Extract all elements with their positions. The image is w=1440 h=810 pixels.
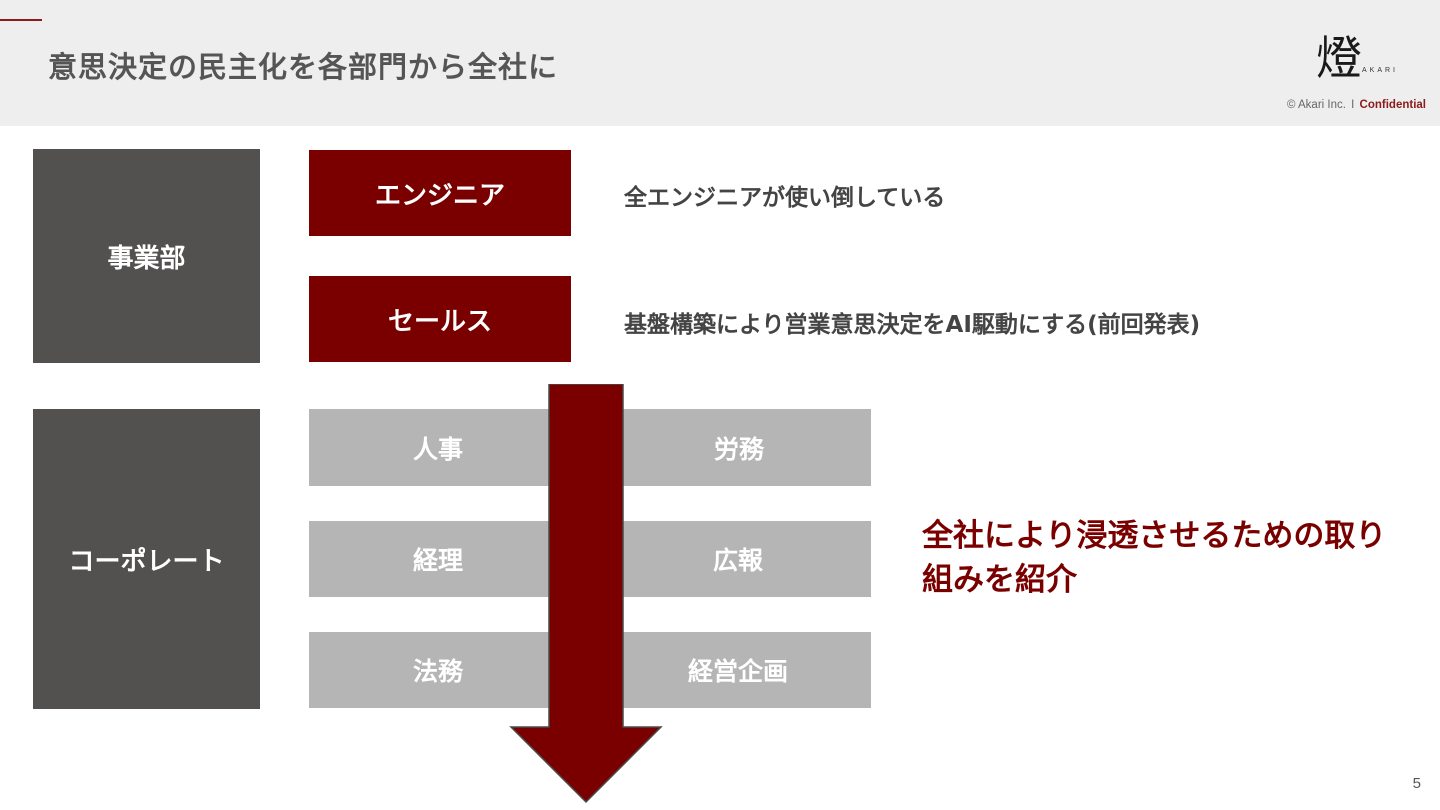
copyright-company: © Akari Inc. xyxy=(1286,99,1346,111)
corporate-team-hr: 人事 xyxy=(309,409,567,486)
pr-label: 広報 xyxy=(712,546,763,575)
corporate-team-legal: 法務 xyxy=(309,632,567,708)
company-logo: 燈 AKARI xyxy=(1312,31,1404,90)
callout-text: 全社により浸透させるための取り組みを紹介 xyxy=(922,518,1387,598)
business-division-box: 事業部 xyxy=(33,149,260,363)
corporate-division-box: コーポレート xyxy=(33,409,260,709)
engineer-team-box: エンジニア xyxy=(309,150,571,236)
copyright-notice: © Akari Inc. I Confidential xyxy=(1287,99,1426,111)
labor-label: 労務 xyxy=(713,434,764,464)
page-number: 5 xyxy=(1412,775,1421,792)
corporate-team-pr: 広報 xyxy=(605,521,871,597)
header-accent-line xyxy=(0,19,42,21)
header-bar: 意思決定の民主化を各部門から全社に 燈 AKARI © Akari Inc. I… xyxy=(0,0,1440,126)
corporate-team-accounting: 経理 xyxy=(309,521,567,597)
confidential-label: Confidential xyxy=(1359,99,1426,111)
copyright-separator: I xyxy=(1351,99,1355,111)
logo-wordmark: AKARI xyxy=(1362,67,1399,74)
management-planning-label: 経営企画 xyxy=(687,657,788,686)
sales-description: 基盤構築により営業意思決定をAI駆動にする(前回発表) xyxy=(624,312,1201,338)
corporate-team-labor: 労務 xyxy=(605,409,871,486)
sales-team-box: セールス xyxy=(309,276,571,362)
page-title: 意思決定の民主化を各部門から全社に xyxy=(48,50,559,84)
logo-glyph: 燈 xyxy=(1316,31,1362,85)
corporate-team-management-planning: 経営企画 xyxy=(605,632,871,708)
engineer-description: 全エンジニアが使い倒している xyxy=(624,185,946,211)
down-arrow-icon xyxy=(509,384,663,804)
